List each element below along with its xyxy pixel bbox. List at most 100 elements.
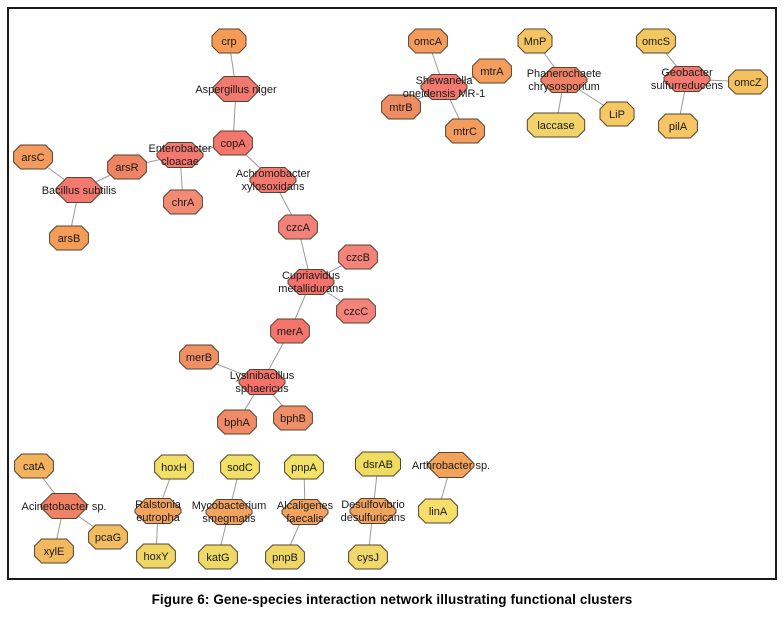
gene-node-label-pilA: pilA (669, 121, 688, 133)
gene-node-label-cysJ: cysJ (357, 552, 379, 564)
gene-node-mtrC (445, 118, 485, 144)
gene-node-LiP (599, 101, 635, 127)
gene-node-label-crp: crp (221, 36, 236, 48)
species-node-label-phanerochaete-line2: chrysosporium (528, 81, 600, 93)
gene-node-czcA (278, 214, 318, 240)
gene-node-label-czcC: czcC (344, 306, 369, 318)
species-node-label-ralstonia-line2: eutropha (136, 512, 180, 524)
gene-node-merA (270, 318, 310, 344)
node-layer (13, 28, 768, 570)
gene-node-label-hoxY: hoxY (143, 551, 169, 563)
gene-node-mtrA (472, 58, 512, 84)
gene-node-label-linA: linA (429, 506, 448, 518)
gene-node-omcS (636, 28, 676, 54)
gene-node-pcaG (88, 524, 128, 550)
gene-node-label-bphB: bphB (280, 413, 306, 425)
gene-node-pilA (658, 113, 698, 139)
gene-node-pnpB (265, 544, 305, 570)
species-node-label-geobacter-line2: sulfurreducens (651, 80, 724, 92)
gene-node-xylE (34, 538, 74, 564)
species-node-achromobacter (249, 167, 297, 193)
species-node-geobacter (663, 66, 711, 92)
gene-node-label-hoxH: hoxH (161, 462, 187, 474)
gene-node-label-arsC: arsC (21, 152, 44, 164)
gene-node-label-xylE: xylE (44, 546, 65, 558)
species-node-label-phanerochaete-line1: Phanerochaete (527, 68, 602, 80)
gene-node-label-czcA: czcA (286, 222, 311, 234)
gene-node-label-pnpB: pnpB (272, 552, 298, 564)
gene-node-label-mtrA: mtrA (480, 66, 504, 78)
gene-node-linA (418, 498, 458, 524)
species-node-label-enterobacter-line2: cloacae (161, 156, 199, 168)
species-node-label-ralstonia-line1: Ralstonia (135, 499, 182, 511)
gene-node-label-laccase: laccase (537, 120, 574, 132)
species-node-label-alcaligenes-line1: Alcaligenes (277, 500, 334, 512)
gene-node-katG (198, 544, 238, 570)
gene-node-copA (213, 130, 253, 156)
species-node-label-achromobacter-line1: Achromobacter (236, 168, 311, 180)
gene-node-label-mtrB: mtrB (389, 102, 412, 114)
gene-node-label-sodC: sodC (227, 462, 253, 474)
species-node-label-cupriavidus-line1: Cupriavidus (282, 270, 341, 282)
gene-node-MnP (517, 28, 553, 54)
gene-node-label-omcA: omcA (414, 36, 443, 48)
gene-node-label-merB: merB (186, 352, 212, 364)
gene-node-omcZ (728, 69, 768, 95)
species-node-label-shewanella-line1: Shewanella (416, 75, 474, 87)
species-node-mycobacterium (205, 499, 253, 525)
gene-node-arsR (107, 154, 147, 180)
gene-node-label-bphA: bphA (224, 417, 250, 429)
species-node-aspergillus (212, 76, 260, 102)
gene-node-sodC (220, 454, 260, 480)
gene-node-dsrAB (355, 451, 401, 477)
species-node-label-mycobacterium-line2: smegmatis (202, 513, 256, 525)
species-node-shewanella (420, 74, 468, 100)
species-node-label-desulfovibrio-line2: desulfuricans (341, 512, 406, 524)
species-node-enterobacter (156, 142, 204, 168)
gene-node-czcB (338, 244, 378, 270)
species-node-label-arthrobacter-line1: Arthrobacter sp. (412, 460, 490, 472)
gene-node-pnpA (284, 454, 324, 480)
gene-node-label-MnP: MnP (524, 36, 547, 48)
species-node-lysinibacillus (238, 369, 286, 395)
gene-node-label-arsR: arsR (115, 162, 138, 174)
gene-node-label-catA: catA (23, 461, 46, 473)
label-layer: Aspergillus nigerEnterobactercloacaeBaci… (21, 36, 762, 564)
species-node-acinetobacter (40, 493, 88, 519)
gene-node-label-copA: copA (220, 138, 246, 150)
species-node-phanerochaete (540, 67, 588, 93)
species-node-label-mycobacterium-line1: Mycobacterium (192, 500, 267, 512)
gene-node-label-mtrC: mtrC (453, 126, 477, 138)
species-node-label-geobacter-line1: Geobacter (661, 67, 713, 79)
species-node-cupriavidus (287, 269, 335, 295)
species-node-label-bacillus-line1: Bacillus subtilis (42, 185, 117, 197)
network-canvas: Aspergillus nigerEnterobactercloacaeBaci… (13, 28, 768, 570)
figure-caption: Figure 6: Gene-species interaction netwo… (151, 592, 633, 607)
gene-node-label-LiP: LiP (609, 109, 625, 121)
gene-node-label-omcZ: omcZ (734, 77, 762, 89)
gene-node-arsC (13, 144, 53, 170)
gene-node-label-dsrAB: dsrAB (363, 459, 393, 471)
gene-node-catA (14, 453, 54, 479)
gene-node-merB (179, 344, 219, 370)
species-node-label-aspergillus-line1: Aspergillus niger (195, 84, 277, 96)
gene-node-crp (211, 28, 247, 54)
species-node-label-alcaligenes-line2: faecalis (286, 513, 324, 525)
species-node-label-lysinibacillus-line2: sphaericus (235, 383, 289, 395)
gene-node-omcA (408, 28, 448, 54)
species-node-bacillus (55, 177, 103, 203)
gene-node-chrA (163, 189, 203, 215)
gene-node-label-merA: merA (277, 326, 304, 338)
species-node-alcaligenes (281, 499, 329, 525)
gene-node-hoxH (154, 454, 194, 480)
species-node-ralstonia (134, 498, 182, 524)
gene-node-bphA (217, 409, 257, 435)
gene-node-bphB (273, 405, 313, 431)
species-node-label-cupriavidus-line2: metallidurans (278, 283, 344, 295)
gene-node-label-arsB: arsB (58, 233, 81, 245)
species-node-label-lysinibacillus-line1: Lysinibacillus (230, 370, 295, 382)
gene-node-label-katG: katG (206, 552, 229, 564)
gene-node-label-chrA: chrA (172, 197, 195, 209)
species-node-label-acinetobacter-line1: Acinetobacter sp. (22, 501, 107, 513)
